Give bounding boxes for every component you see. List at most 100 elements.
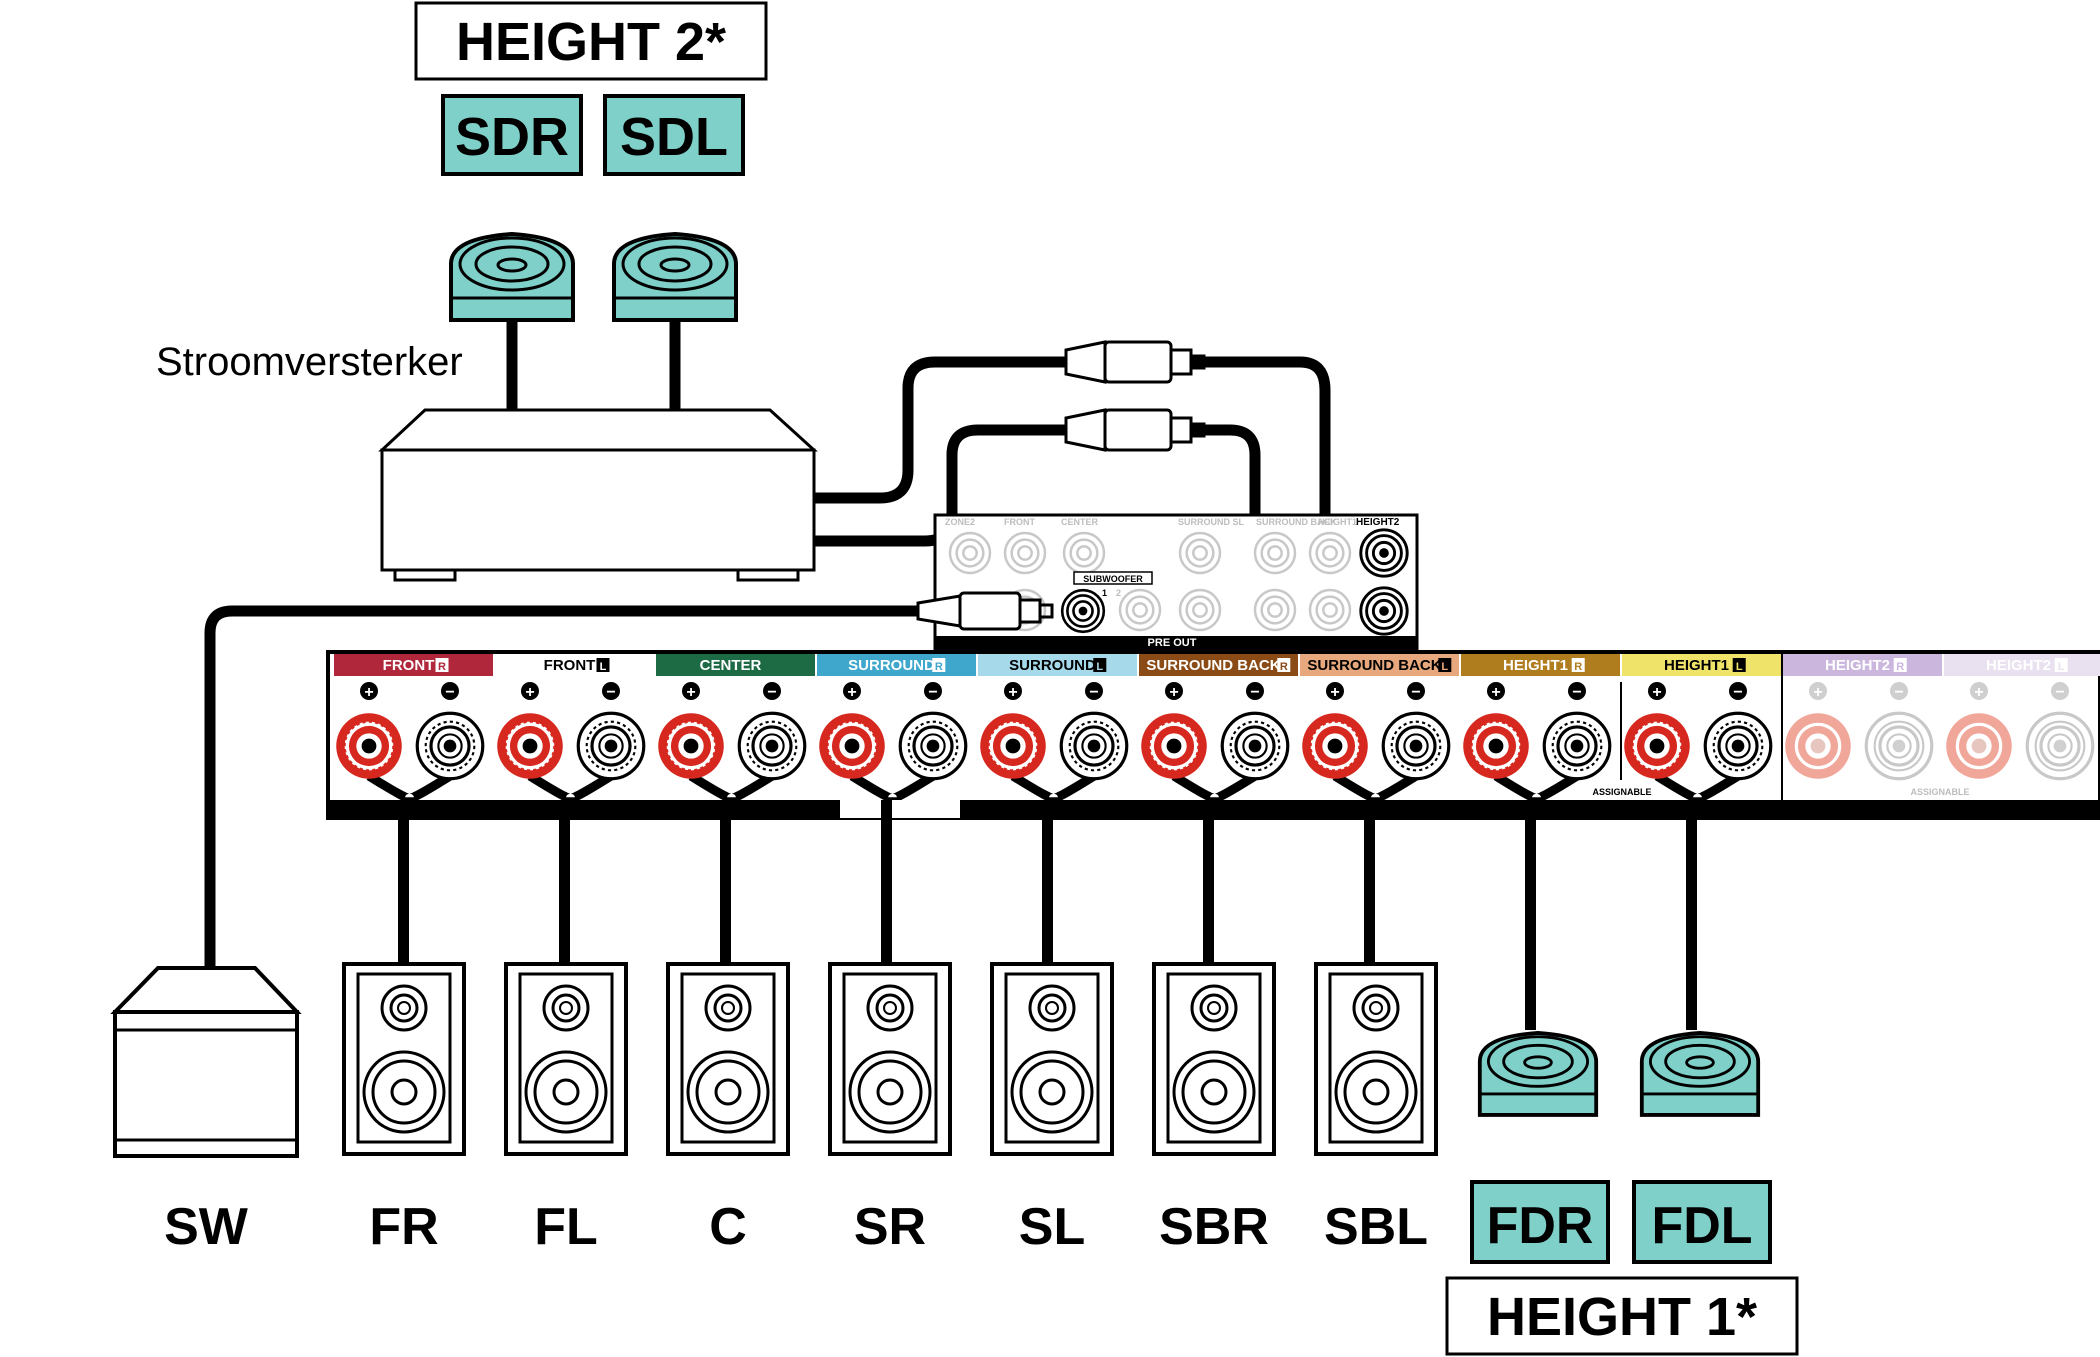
svg-text:−: −: [1733, 684, 1742, 701]
negative-terminal[interactable]: [1059, 711, 1129, 781]
svg-text:−: −: [1572, 684, 1581, 701]
preout-label-height1: HEIGHT1: [1318, 517, 1357, 527]
positive-terminal[interactable]: [1140, 712, 1208, 780]
preout-subwoofer-jack[interactable]: [1060, 588, 1106, 634]
positive-terminal[interactable]: [979, 712, 1047, 780]
height1-label-box: [1445, 1276, 1799, 1356]
amp-label: Stroomversterker: [156, 340, 463, 384]
channel-label: FRONT: [383, 657, 435, 674]
preout-label-surround-back: SURROUND BACK: [1256, 517, 1337, 527]
negative-terminal[interactable]: [415, 711, 485, 781]
negative-terminal[interactable]: [1220, 711, 1290, 781]
fr-label: FR: [369, 1198, 438, 1256]
channel-side: R: [935, 661, 943, 673]
positive-terminal[interactable]: [1623, 712, 1691, 780]
height1-label: HEIGHT 1*: [1487, 1287, 1757, 1347]
svg-text:+: +: [364, 684, 373, 701]
channel-side: R: [1574, 661, 1582, 673]
preout-height2-l-jack[interactable]: [1359, 586, 1409, 636]
assignable-label-1: ASSIGNABLE: [1592, 787, 1651, 797]
svg-text:−: −: [2055, 684, 2064, 701]
fdl-label-box: [1632, 1180, 1772, 1264]
svg-text:−: −: [445, 684, 454, 701]
fdr-speaker-icon: [1477, 1030, 1599, 1117]
channel-side: L: [1736, 661, 1743, 673]
negative-terminal[interactable]: [1381, 711, 1451, 781]
preout-label-surround: SURROUND SL: [1178, 517, 1245, 527]
preout-panel: ZONE2 FRONT CENTER SURROUND SL SURROUND …: [933, 513, 1419, 652]
svg-text:+: +: [1813, 684, 1822, 701]
sl-label: SL: [1019, 1198, 1085, 1256]
positive-terminal[interactable]: [335, 712, 403, 780]
sdl-label-box: [603, 94, 745, 176]
negative-terminal[interactable]: [1542, 711, 1612, 781]
negative-terminal[interactable]: [898, 711, 968, 781]
positive-terminal[interactable]: [657, 712, 725, 780]
height2-label-box: [414, 1, 768, 81]
negative-terminal[interactable]: [737, 711, 807, 781]
channel-label: HEIGHT2: [1986, 657, 2051, 674]
sw-label: SW: [164, 1198, 249, 1256]
sbr-label: SBR: [1159, 1198, 1269, 1256]
positive-terminal[interactable]: [1462, 712, 1530, 780]
negative-terminal[interactable]: [576, 711, 646, 781]
subwoofer-speaker-icon: [110, 966, 302, 1158]
preout-height2-r-jack[interactable]: [1359, 528, 1409, 578]
rca-plug-middle: [1064, 408, 1206, 452]
negative-terminal[interactable]: [1703, 711, 1773, 781]
positive-terminal[interactable]: [1301, 712, 1369, 780]
negative-terminal[interactable]: [1864, 711, 1934, 781]
fdr-label: FDR: [1487, 1197, 1594, 1255]
svg-text:−: −: [1089, 684, 1098, 701]
sbl-speaker-icon: [1314, 962, 1438, 1156]
rca-plug-subwoofer: [916, 591, 1054, 631]
svg-text:+: +: [1330, 684, 1339, 701]
channel-label: SURROUND BACK: [1307, 657, 1441, 674]
svg-text:−: −: [1411, 684, 1420, 701]
positive-terminal[interactable]: [496, 712, 564, 780]
sl-speaker-icon: [990, 962, 1114, 1156]
channel-side: L: [1441, 661, 1448, 673]
channel-label: SURROUND BACK: [1146, 657, 1280, 674]
fr-speaker-icon: [342, 962, 466, 1156]
channel-label: HEIGHT2: [1825, 657, 1890, 674]
channel-center: CENTER+−: [656, 654, 815, 803]
positive-terminal[interactable]: [1945, 712, 2013, 780]
channel-label: CENTER: [700, 657, 762, 674]
preout-label-height2: HEIGHT2: [1356, 517, 1400, 528]
channel-side: R: [1280, 661, 1288, 673]
sub-number-1: 1: [1102, 588, 1107, 598]
c-label: C: [709, 1198, 747, 1256]
sdl-label: SDL: [620, 107, 728, 167]
svg-text:−: −: [1250, 684, 1259, 701]
sub-number-2: 2: [1116, 588, 1121, 598]
sdr-speaker-icon: [449, 232, 575, 322]
sbr-speaker-icon: [1152, 962, 1276, 1156]
fl-label: FL: [534, 1198, 598, 1256]
power-amplifier: [378, 408, 818, 582]
preout-label: PRE OUT: [1148, 637, 1197, 649]
channel-label: HEIGHT1: [1664, 657, 1729, 674]
svg-text:+: +: [847, 684, 856, 701]
channel-label: SURROUND: [848, 657, 935, 674]
sdr-label-box: [441, 94, 583, 176]
negative-terminal[interactable]: [2025, 711, 2095, 781]
svg-text:−: −: [1894, 684, 1903, 701]
fl-speaker-icon: [504, 962, 628, 1156]
sbl-label: SBL: [1324, 1198, 1428, 1256]
positive-terminal[interactable]: [1784, 712, 1852, 780]
positive-terminal[interactable]: [818, 712, 886, 780]
rca-plug-top: [1064, 340, 1206, 384]
svg-text:−: −: [767, 684, 776, 701]
fdl-label: FDL: [1651, 1197, 1752, 1255]
sr-label: SR: [854, 1198, 926, 1256]
channel-side: R: [1896, 661, 1904, 673]
